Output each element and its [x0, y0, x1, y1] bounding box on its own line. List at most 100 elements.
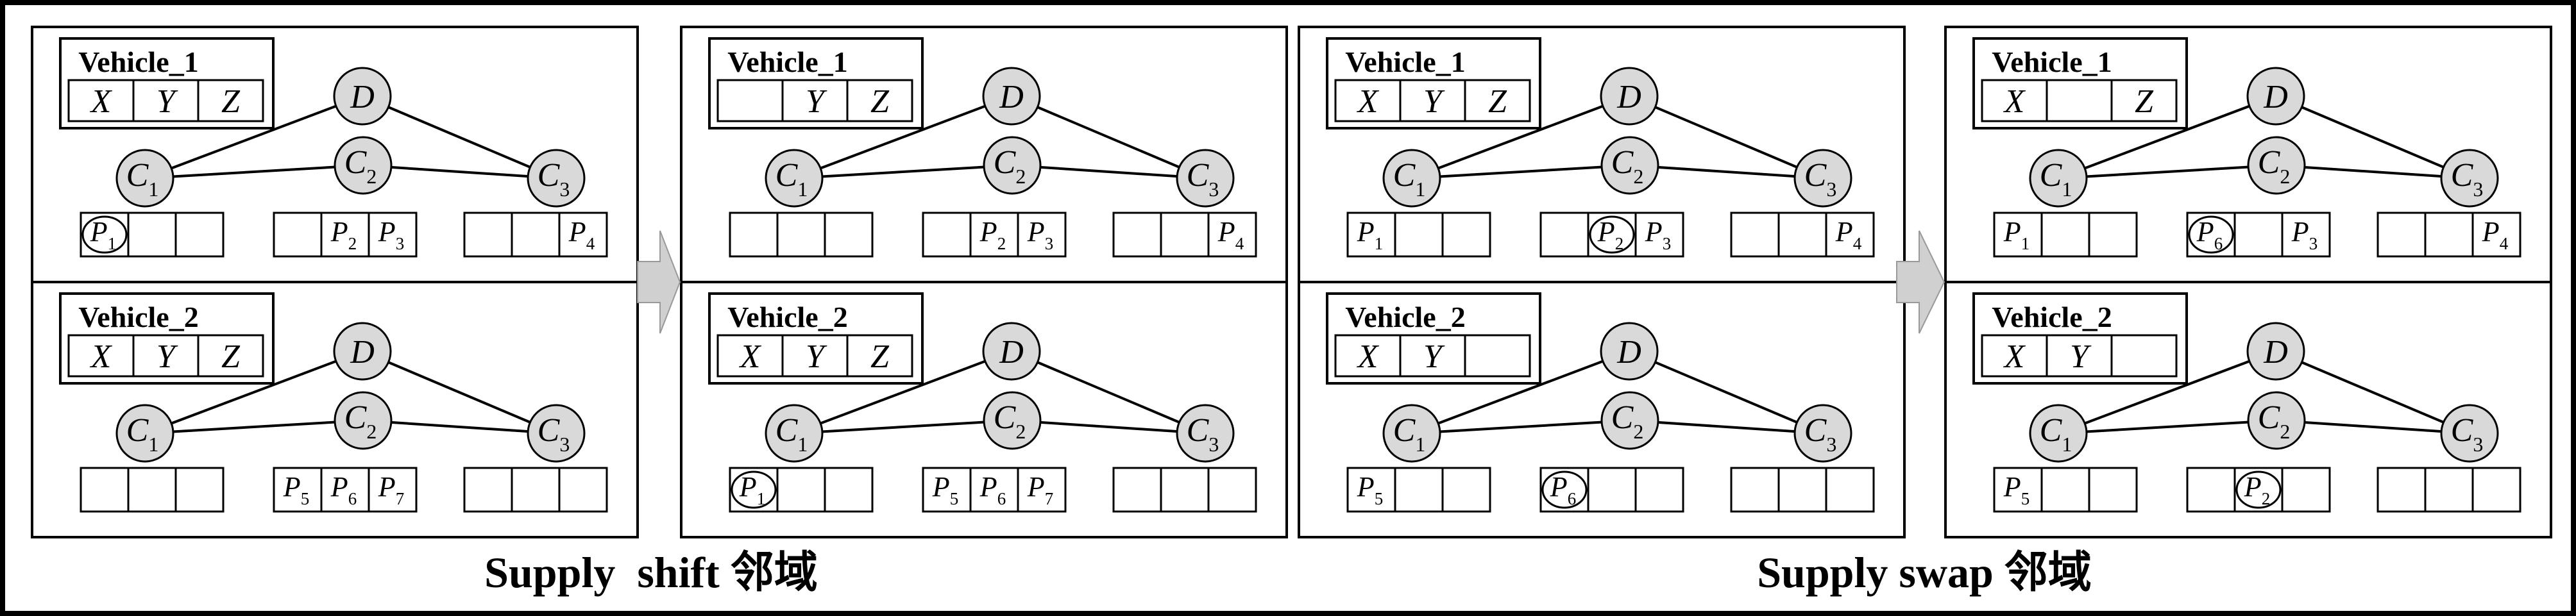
supply-slot [1539, 467, 1589, 513]
route-edge [793, 95, 1012, 179]
customer-label: C3 [1187, 157, 1219, 201]
customer-node [983, 136, 1042, 195]
supply-slot [2471, 212, 2521, 258]
customer-label: C3 [2451, 157, 2484, 201]
vehicle-slot-label: Z [2135, 83, 2154, 120]
customer-node [1176, 404, 1235, 463]
supply-slot [922, 467, 972, 513]
moved-item-marker [1589, 215, 1635, 254]
supply-slot [2424, 212, 2474, 258]
customer-node [1382, 149, 1441, 208]
vehicle-title: Vehicle_1 [1345, 46, 1465, 78]
customer-label: C1 [775, 157, 808, 201]
customer-node [2440, 149, 2499, 208]
supply-slot [1825, 467, 1875, 513]
customer-label: C3 [2451, 412, 2484, 456]
route-edge [2058, 350, 2276, 435]
depot-label: D [999, 334, 1024, 370]
supply-slot [1112, 467, 1162, 513]
route-edge [144, 419, 364, 435]
route-edge [1012, 164, 1206, 179]
vehicle-title: Vehicle_2 [1992, 301, 2112, 333]
route-edge [2275, 350, 2470, 435]
vehicle-slot [781, 79, 849, 122]
depot-node [2246, 322, 2305, 381]
vehicle-slot [1464, 334, 1531, 378]
depot-label: D [2263, 334, 2288, 370]
supply-slot [2186, 212, 2236, 258]
customer-label: C2 [994, 399, 1026, 443]
customer-node [983, 391, 1042, 450]
route-edge [362, 164, 557, 179]
vehicle-title: Vehicle_2 [727, 301, 847, 333]
vehicle-slot-label: Y [1423, 83, 1445, 120]
supply-item-label: P6 [330, 471, 357, 508]
vehicle-slot [2110, 79, 2178, 122]
supply-slot [273, 467, 323, 513]
supply-item-label: P5 [1357, 471, 1383, 508]
supply-slot [2186, 467, 2236, 513]
route-edge [1011, 350, 1206, 435]
customer-label: C3 [1804, 412, 1837, 456]
supply-slot [729, 212, 779, 258]
route-edge [2058, 419, 2277, 435]
vehicle-slot [716, 79, 784, 122]
supply-slot [174, 212, 225, 258]
supply-slot [1394, 467, 1444, 513]
caption-shift: Supply shift 邻域 [484, 548, 818, 597]
supply-slot [1160, 212, 1210, 258]
vehicle-slot-label: Y [157, 83, 178, 120]
route-edge [362, 350, 557, 435]
supply-slot [2040, 212, 2090, 258]
vehicle-slot [2046, 334, 2113, 378]
vehicle-slot-label: Y [157, 338, 178, 375]
supply-slot [969, 212, 1019, 258]
vehicle-slot [197, 79, 264, 122]
supply-item-label: P2 [979, 216, 1006, 253]
customer-node [1793, 404, 1852, 463]
supply-slot [2040, 467, 2090, 513]
vehicle-title: Vehicle_1 [78, 46, 198, 78]
customer-node [2440, 404, 2499, 463]
vehicle-slot-label: Z [870, 338, 890, 375]
depot-node [982, 322, 1041, 381]
supply-item-label: P3 [1027, 216, 1053, 253]
customer-label: C1 [1393, 157, 1426, 201]
customer-label: C1 [126, 157, 159, 201]
supply-slot [1207, 467, 1257, 513]
supply-item-label: P7 [1027, 471, 1053, 508]
customer-label: C1 [775, 412, 808, 456]
moved-item-marker [1541, 470, 1588, 509]
supply-slot [1160, 467, 1210, 513]
depot-label: D [2263, 79, 2288, 115]
vehicle-title: Vehicle_1 [727, 46, 847, 78]
supply-item-label: P3 [378, 216, 404, 253]
customer-node [765, 149, 824, 208]
supply-slot [127, 212, 177, 258]
vehicle-slot-label: X [2003, 338, 2026, 375]
supply-slot [824, 212, 874, 258]
supply-slot [273, 212, 323, 258]
route-edge [1411, 164, 1631, 179]
route-edge [362, 419, 557, 435]
vehicle-slot-label: Z [870, 83, 890, 120]
vehicle-slot [1399, 79, 1466, 122]
depot-node [1600, 67, 1659, 126]
supply-slot [2424, 467, 2474, 513]
vehicle-title: Vehicle_2 [1345, 301, 1465, 333]
supply-slot [80, 467, 130, 513]
customer-label: C2 [344, 399, 377, 443]
supply-slot [1346, 467, 1396, 513]
vehicle-slot [846, 334, 913, 378]
route-edge [1012, 419, 1206, 435]
supply-item-label: P4 [2482, 216, 2509, 253]
depot-label: D [350, 79, 375, 115]
